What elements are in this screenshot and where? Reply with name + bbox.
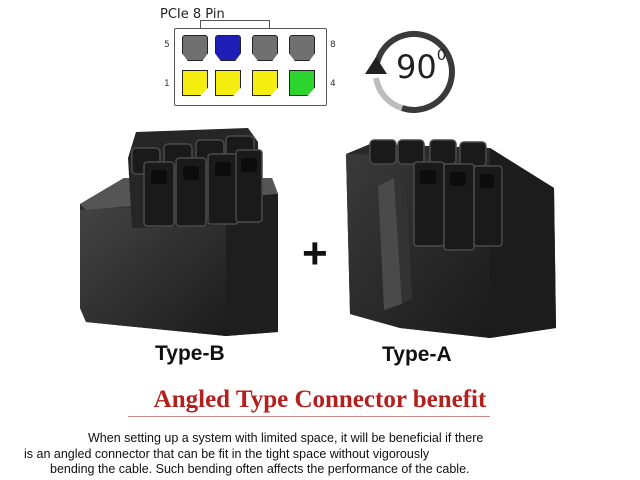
pin-label-1: 1 — [164, 79, 170, 89]
benefit-heading: Angled Type Connector benefit — [153, 386, 487, 413]
pin-bottom-4 — [289, 70, 315, 96]
pin-bottom-3 — [252, 70, 278, 96]
pin-top-4 — [289, 35, 315, 61]
pin-diagram-latch — [200, 20, 270, 29]
pin-label-5: 5 — [164, 40, 170, 50]
rotation-value: 90 — [396, 48, 437, 86]
rotate-counterclockwise-arrow-icon — [365, 30, 455, 113]
pin-bottom-2 — [215, 70, 241, 96]
pin-top-2 — [215, 35, 241, 61]
heading-underline — [128, 416, 490, 417]
pin-label-8: 8 — [330, 40, 336, 50]
benefit-paragraph: When setting up a system with limited sp… — [24, 431, 616, 478]
rotation-unit: 0 — [436, 46, 447, 64]
type-b-label: Type-B — [155, 342, 225, 365]
type-b-connector-image — [80, 128, 278, 336]
pin-bottom-1 — [182, 70, 208, 96]
pin-top-1 — [182, 35, 208, 61]
benefit-line-1: When setting up a system with limited sp… — [88, 431, 484, 445]
benefit-line-2: is an angled connector that can be fit i… — [24, 446, 430, 461]
pin-diagram-title: PCIe 8 Pin — [160, 7, 225, 22]
pin-label-4: 4 — [330, 79, 336, 89]
rotation-angle: 900 — [396, 46, 447, 86]
type-a-label: Type-A — [382, 343, 452, 366]
type-a-connector-image — [346, 139, 556, 338]
pin-top-3 — [252, 35, 278, 61]
plus-sign: + — [302, 229, 328, 278]
benefit-line-3: bending the cable. Such bending often af… — [50, 462, 470, 476]
